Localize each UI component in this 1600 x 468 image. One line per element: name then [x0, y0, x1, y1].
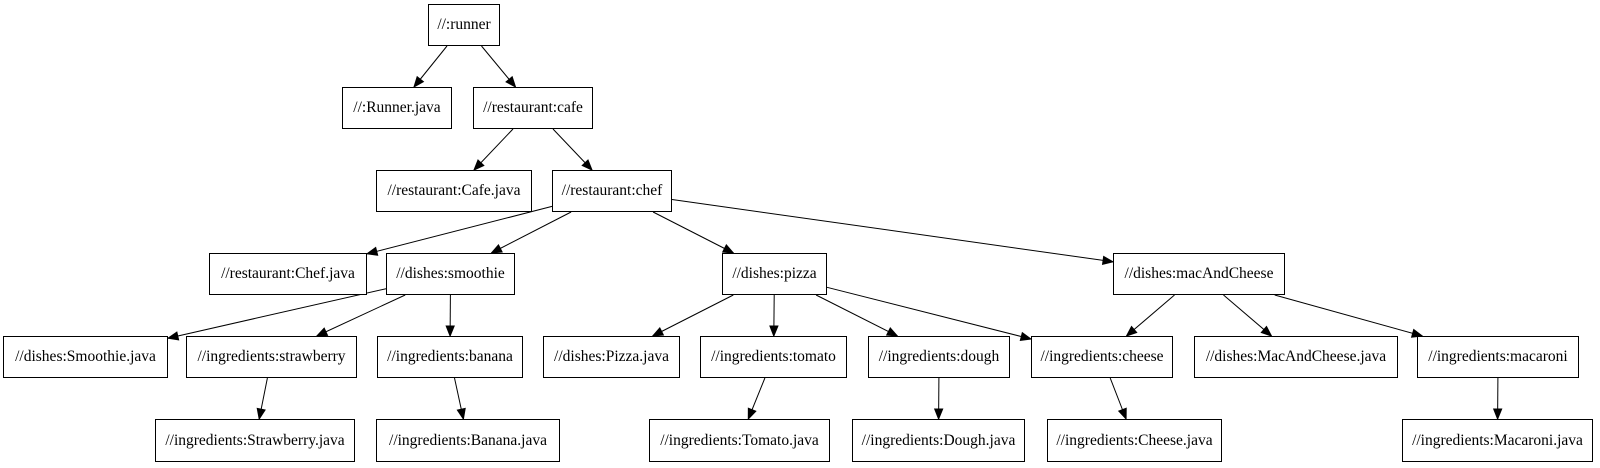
- edge-pizza-to-dough: [815, 294, 899, 337]
- edge-mac-and-cheese-to-macaroni: [1274, 294, 1424, 338]
- graph-node-pizza-java: //dishes:Pizza.java: [543, 336, 680, 378]
- graph-node-pizza: //dishes:pizza: [722, 253, 827, 295]
- edge-chef-to-chef-java: [365, 205, 553, 256]
- graph-node-cafe-java: //restaurant:Cafe.java: [376, 170, 532, 212]
- edge-tomato-to-tomato-java: [747, 377, 766, 421]
- graph-node-banana-java: //ingredients:Banana.java: [376, 419, 560, 462]
- graph-node-strawberry-java: //ingredients:Strawberry.java: [155, 419, 355, 462]
- node-label: //ingredients:Macaroni.java: [1412, 431, 1583, 449]
- edge-smoothie-to-smoothie-java: [166, 288, 387, 341]
- node-label: //ingredients:strawberry: [197, 348, 346, 365]
- graph-node-strawberry: //ingredients:strawberry: [186, 336, 357, 378]
- node-label: //ingredients:tomato: [711, 348, 836, 365]
- graph-node-mac-and-cheese-java: //dishes:MacAndCheese.java: [1194, 336, 1398, 378]
- graph-node-banana: //ingredients:banana: [377, 336, 523, 378]
- node-label: //dishes:Pizza.java: [554, 348, 669, 365]
- graph-node-runner-java: //:Runner.java: [342, 87, 452, 129]
- edge-strawberry-to-strawberry-java: [256, 377, 268, 421]
- node-label: //dishes:pizza: [732, 265, 817, 282]
- node-label: //ingredients:Cheese.java: [1056, 431, 1213, 449]
- node-label: //ingredients:Dough.java: [861, 431, 1016, 449]
- edge-cheese-to-cheese-java: [1109, 377, 1127, 421]
- edge-chef-to-mac-and-cheese: [671, 199, 1115, 266]
- edge-chef-to-smoothie: [490, 211, 572, 254]
- graph-node-runner: //:runner: [428, 4, 500, 46]
- node-label: //ingredients:banana: [387, 348, 513, 365]
- graph-node-macaroni: //ingredients:macaroni: [1417, 336, 1579, 378]
- node-label: //dishes:smoothie: [396, 265, 505, 282]
- edge-cafe-to-cafe-java: [473, 128, 514, 171]
- graph-node-mac-and-cheese: //dishes:macAndCheese: [1113, 253, 1285, 295]
- node-label: //restaurant:Chef.java: [221, 265, 355, 282]
- graph-node-cheese: //ingredients:cheese: [1031, 336, 1173, 378]
- graph-node-cheese-java: //ingredients:Cheese.java: [1047, 419, 1222, 462]
- graph-node-dough: //ingredients:dough: [868, 336, 1010, 378]
- node-label: //ingredients:Strawberry.java: [165, 431, 345, 449]
- graph-node-tomato: //ingredients:tomato: [700, 336, 847, 378]
- node-label: //:runner: [437, 16, 491, 33]
- graph-node-chef: //restaurant:chef: [552, 170, 672, 212]
- edge-mac-and-cheese-to-cheese: [1125, 294, 1175, 337]
- graph-node-macaroni-java: //ingredients:Macaroni.java: [1402, 419, 1593, 462]
- node-label: //dishes:macAndCheese: [1124, 265, 1274, 282]
- graph-node-tomato-java: //ingredients:Tomato.java: [649, 419, 830, 462]
- graph-node-dough-java: //ingredients:Dough.java: [852, 419, 1025, 462]
- graph-node-chef-java: //restaurant:Chef.java: [209, 253, 367, 295]
- edge-runner-to-cafe: [481, 45, 517, 89]
- edge-smoothie-to-strawberry: [315, 294, 406, 337]
- edge-mac-and-cheese-to-mac-and-cheese-java: [1223, 294, 1273, 337]
- edge-runner-to-runner-java: [413, 45, 448, 89]
- node-label: //ingredients:Banana.java: [389, 431, 547, 449]
- graph-node-smoothie: //dishes:smoothie: [386, 253, 515, 295]
- graph-node-cafe: //restaurant:cafe: [473, 87, 593, 129]
- edge-pizza-to-pizza-java: [651, 294, 734, 337]
- node-label: //dishes:MacAndCheese.java: [1205, 348, 1387, 365]
- node-label: //:Runner.java: [353, 99, 441, 116]
- node-label: //restaurant:chef: [561, 182, 663, 199]
- edge-banana-to-banana-java: [454, 377, 466, 421]
- node-label: //ingredients:dough: [878, 348, 1000, 365]
- edge-cafe-to-chef: [552, 128, 593, 171]
- node-label: //ingredients:macaroni: [1428, 348, 1568, 365]
- edge-chef-to-pizza: [652, 211, 735, 254]
- node-label: //ingredients:Tomato.java: [660, 431, 819, 449]
- node-label: //restaurant:cafe: [483, 99, 583, 116]
- graph-node-smoothie-java: //dishes:Smoothie.java: [3, 336, 168, 378]
- node-label: //ingredients:cheese: [1040, 348, 1164, 365]
- node-label: //restaurant:Cafe.java: [387, 182, 521, 199]
- edge-pizza-to-cheese: [826, 286, 1033, 342]
- node-label: //dishes:Smoothie.java: [15, 348, 156, 365]
